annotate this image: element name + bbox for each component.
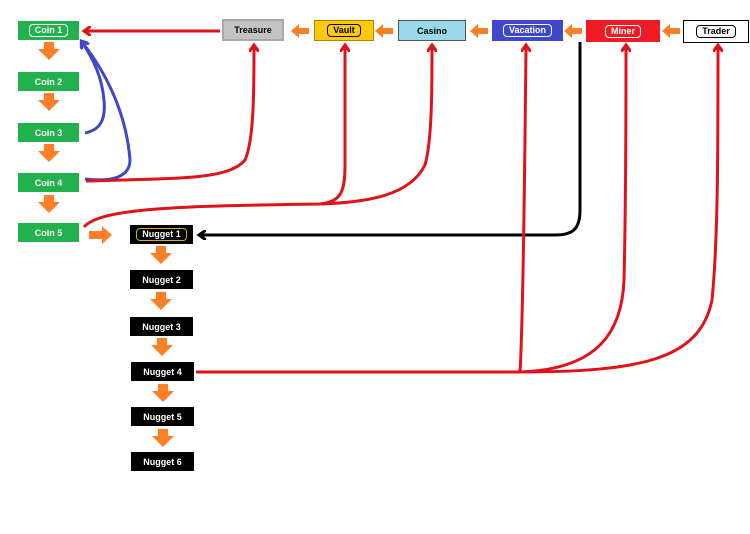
nugget-2-label: Nugget 2 (142, 274, 181, 285)
link-coin4-to-treasure (85, 46, 254, 183)
link-nugget4-to-trader (517, 46, 718, 374)
vacation-label: Vacation (502, 24, 552, 37)
link-nugget4-to-miner (517, 46, 626, 374)
trader-node: Trader (683, 20, 749, 43)
link-casino-branch (321, 46, 432, 206)
nugget-2-node: Nugget 2 (130, 270, 193, 289)
flow-arrow-coin3-coin4 (38, 144, 60, 162)
top-row-flow-arrows (291, 24, 680, 38)
flow-arrow-casino-vault (375, 24, 393, 38)
coin-1-label: Coin 1 (28, 24, 69, 37)
flow-arrow-coin2-coin3 (38, 93, 60, 111)
link-miner-to-nugget1 (200, 42, 582, 235)
nugget-5-label: Nugget 5 (143, 411, 182, 422)
link-nugget4-to-vacation (196, 46, 526, 374)
flow-arrow-nugget4-nugget5 (152, 384, 174, 402)
flow-arrow-miner-vacation (564, 24, 582, 38)
link-coin4-to-coin1 (82, 42, 132, 182)
nugget-flow-arrows (150, 246, 174, 447)
coin-flow-arrows (38, 42, 112, 244)
flow-arrow-nugget2-nugget3 (150, 292, 172, 310)
coin-2-label: Coin 2 (34, 76, 63, 87)
link-coin3-to-coin1 (82, 42, 106, 135)
coin-3-label: Coin 3 (34, 127, 63, 138)
trader-label: Trader (696, 25, 736, 38)
treasure-node: Treasure (222, 19, 284, 41)
link-coin5-to-vault (82, 46, 345, 229)
coin-5-label: Coin 5 (34, 227, 63, 238)
nugget-4-node: Nugget 4 (131, 362, 194, 381)
coin-4-node: Coin 4 (18, 173, 79, 192)
flow-arrow-coin1-coin2 (38, 42, 60, 60)
nugget-5-node: Nugget 5 (131, 407, 194, 426)
coin-3-node: Coin 3 (18, 123, 79, 142)
nugget-4-label: Nugget 4 (143, 366, 182, 377)
nugget-3-label: Nugget 3 (142, 321, 181, 332)
nugget-6-label: Nugget 6 (143, 456, 182, 467)
miner-label: Miner (604, 24, 641, 38)
coin-4-label: Coin 4 (34, 177, 63, 188)
vault-node: Vault (314, 20, 374, 41)
vacation-node: Vacation (492, 20, 563, 41)
flow-arrow-vault-treasure (291, 24, 309, 38)
flow-arrow-coin5-nugget1 (89, 226, 112, 244)
nugget-6-node: Nugget 6 (131, 452, 194, 471)
coin-2-node: Coin 2 (18, 72, 79, 91)
flow-arrow-vacation-casino (470, 24, 488, 38)
coin-5-node: Coin 5 (18, 223, 79, 242)
casino-label: Casino (416, 25, 447, 36)
flow-arrow-coin4-coin5 (38, 195, 60, 213)
treasure-label: Treasure (234, 25, 272, 35)
nugget-1-node: Nugget 1 (130, 225, 193, 244)
vault-label: Vault (327, 24, 361, 37)
miner-node: Miner (586, 20, 660, 42)
nugget-1-label: Nugget 1 (136, 228, 187, 241)
flow-arrow-nugget3-nugget4 (151, 338, 173, 356)
nugget-3-node: Nugget 3 (130, 317, 193, 336)
casino-node: Casino (398, 20, 466, 41)
coin-1-node: Coin 1 (18, 21, 79, 40)
flow-arrow-trader-miner (662, 24, 680, 38)
flow-arrow-nugget1-nugget2 (150, 246, 172, 264)
flow-arrow-nugget5-nugget6 (152, 429, 174, 447)
